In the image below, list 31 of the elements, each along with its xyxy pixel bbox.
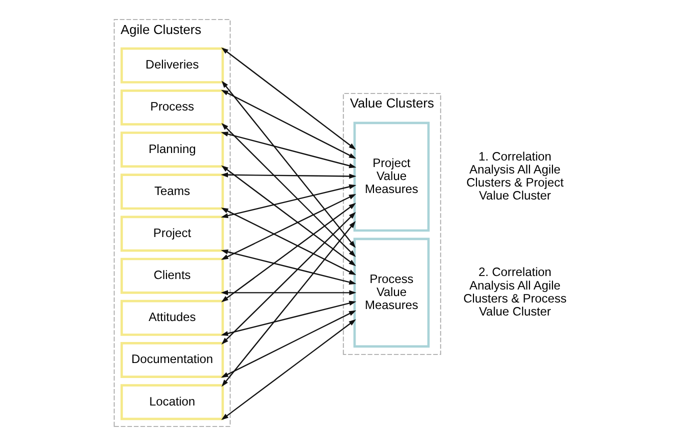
arrow (220, 132, 356, 168)
node-box: Deliveries (120, 47, 224, 84)
arrow (220, 300, 356, 336)
arrow (220, 123, 356, 258)
arrow (220, 165, 356, 266)
arrow (220, 172, 356, 179)
arrow (220, 290, 356, 296)
node-box: Process (120, 89, 224, 126)
arrow (221, 80, 356, 248)
arrow (220, 90, 356, 159)
arrow (220, 319, 356, 420)
node-label: 1. Correlation Analysis All Agile Clusters & Project Value Cluster (466, 149, 564, 203)
node-box: Teams (120, 174, 224, 210)
node-box: Documentation (120, 342, 224, 378)
arrow (221, 221, 356, 387)
arrow (220, 202, 356, 302)
arrow (220, 208, 356, 276)
node-box: Attitudes (120, 300, 224, 336)
arrow (220, 47, 356, 150)
node-box: Project (120, 216, 224, 252)
node-box: Clients (120, 258, 224, 294)
arrow (220, 194, 356, 260)
arrow (220, 310, 356, 378)
node-box: Planning (120, 132, 224, 168)
node-box: Process Value Measures (352, 238, 430, 348)
arrow (220, 184, 356, 218)
arrow (220, 249, 356, 285)
node-box: Project Value Measures (352, 122, 430, 232)
node-box: Location (120, 384, 224, 420)
node-label: 2. Correlation Analysis All Agile Clusters & Process Value Cluster (462, 265, 566, 318)
arrow (220, 212, 356, 344)
